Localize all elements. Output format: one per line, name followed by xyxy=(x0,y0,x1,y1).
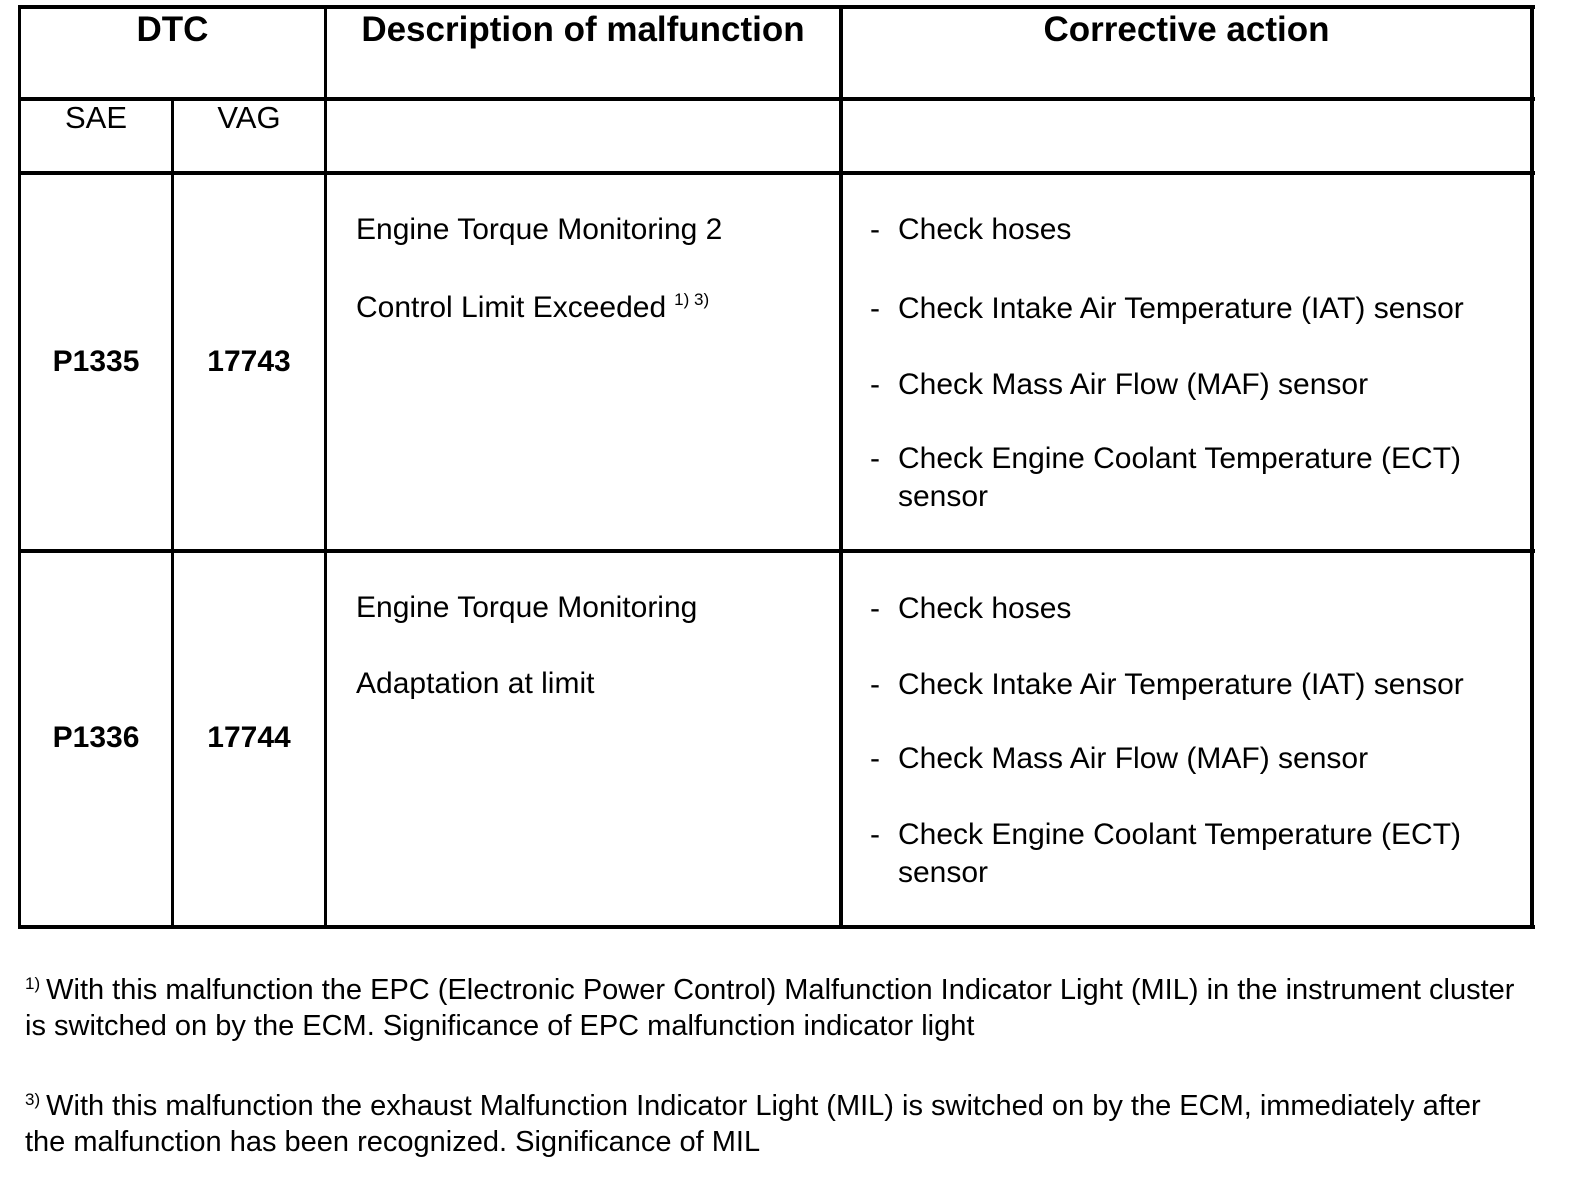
subheader-vag: VAG xyxy=(217,100,281,135)
sae-code: P1335 xyxy=(52,345,140,378)
description-line-1: Engine Torque Monitoring xyxy=(356,591,698,624)
footnote-reference: 1) 3) xyxy=(674,290,710,309)
table-border-left xyxy=(18,5,21,929)
sae-code: P1336 xyxy=(52,721,140,754)
action-item: -Check Engine Coolant Temperature (ECT) … xyxy=(870,442,1462,513)
table-border-right xyxy=(1530,5,1534,929)
dtc-desc-divider xyxy=(324,5,327,929)
description-line-2: Adaptation at limit xyxy=(356,667,595,700)
header-corrective-action: Corrective action xyxy=(1043,10,1330,49)
desc-action-divider xyxy=(839,5,843,929)
subheader-sae: SAE xyxy=(64,100,128,135)
header-dtc: DTC xyxy=(136,10,209,49)
vag-code: 17744 xyxy=(207,721,291,754)
action-item: -Check Intake Air Temperature (IAT) sens… xyxy=(870,668,1464,701)
action-item: -Check Engine Coolant Temperature (ECT) … xyxy=(870,818,1462,889)
footnote-mark: 3) xyxy=(25,1090,41,1109)
action-item: -Check Mass Air Flow (MAF) sensor xyxy=(870,742,1369,775)
table-border-top xyxy=(18,5,1535,9)
vag-code: 17743 xyxy=(207,345,291,378)
action-item: -Check hoses xyxy=(870,213,1072,246)
sae-vag-divider xyxy=(171,97,174,929)
header-divider xyxy=(18,97,1535,101)
footnote: 3)With this malfunction the exhaust Malf… xyxy=(25,1088,1525,1160)
footnote-mark: 1) xyxy=(25,974,41,993)
table-border-bottom xyxy=(18,925,1535,929)
action-item: -Check Mass Air Flow (MAF) sensor xyxy=(870,368,1369,401)
footnote: 1)With this malfunction the EPC (Electro… xyxy=(25,972,1525,1044)
footnote-text: With this malfunction the exhaust Malfun… xyxy=(25,1090,1481,1158)
action-item: -Check Intake Air Temperature (IAT) sens… xyxy=(870,292,1464,325)
footnote-text: With this malfunction the EPC (Electroni… xyxy=(25,974,1515,1042)
description-line-1: Engine Torque Monitoring 2 xyxy=(356,213,723,246)
subheader-divider xyxy=(18,171,1535,175)
row-divider xyxy=(18,549,1535,553)
action-item: -Check hoses xyxy=(870,592,1072,625)
header-description: Description of malfunction xyxy=(361,10,805,49)
